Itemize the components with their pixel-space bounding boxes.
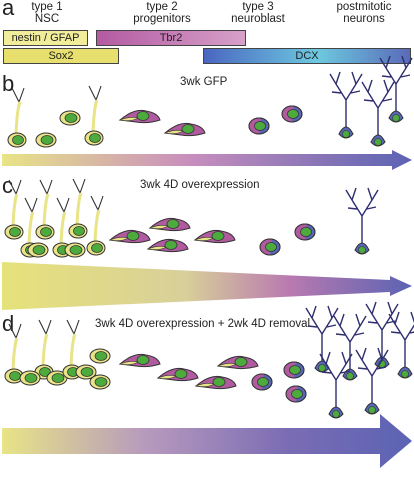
stage-label-type1: type 1 NSC	[31, 1, 63, 26]
stage-label-type3: type 3 neuroblast	[231, 1, 285, 26]
panel-letter-a: a	[2, 0, 15, 20]
stage-label-postmitotic: postmitotic neurons	[336, 1, 392, 26]
panel-letter-b: b	[2, 71, 15, 96]
marker-bar-sox2: Sox2	[3, 48, 119, 64]
marker-bar-dcx: DCX	[203, 48, 411, 64]
panel-c-arrow	[2, 262, 412, 310]
panel-c-title: 3wk 4D overexpression	[140, 179, 260, 191]
panel-c-cells	[3, 177, 379, 259]
panel-b-title: 3wk GFP	[180, 76, 228, 88]
panel-letter-c: c	[2, 173, 13, 198]
stage-label-type2: type 2 progenitors	[133, 1, 191, 26]
panel-d-cells	[3, 301, 414, 419]
marker-bar-nestin-gfap: nestin / GFAP	[3, 30, 88, 46]
panel-d-title: 3wk 4D overexpression + 2wk 4D removal	[95, 318, 311, 330]
marker-bar-tbr2: Tbr2	[96, 30, 246, 46]
panel-b-arrow	[2, 150, 412, 170]
panel-b-cells	[6, 55, 413, 149]
panel-d-arrow	[2, 414, 412, 468]
